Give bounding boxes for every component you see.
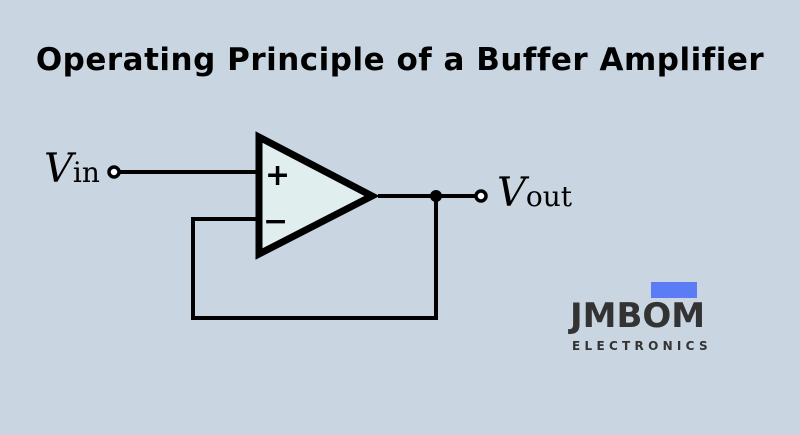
logo-accent-bar bbox=[651, 282, 697, 298]
minus-sign: − bbox=[263, 204, 288, 239]
input-terminal bbox=[107, 165, 121, 179]
logo-name: JMBOM bbox=[570, 296, 706, 336]
junction-dot bbox=[430, 190, 442, 202]
page-title: Operating Principle of a Buffer Amplifie… bbox=[35, 42, 765, 78]
output-terminal bbox=[474, 189, 488, 203]
feedback-wire bbox=[191, 196, 438, 320]
input-label: Vin bbox=[44, 146, 100, 192]
plus-sign: + bbox=[265, 158, 290, 193]
logo-tagline: ELECTRONICS bbox=[572, 339, 712, 353]
opamp-triangle bbox=[255, 131, 380, 260]
output-label: Vout bbox=[497, 170, 573, 216]
